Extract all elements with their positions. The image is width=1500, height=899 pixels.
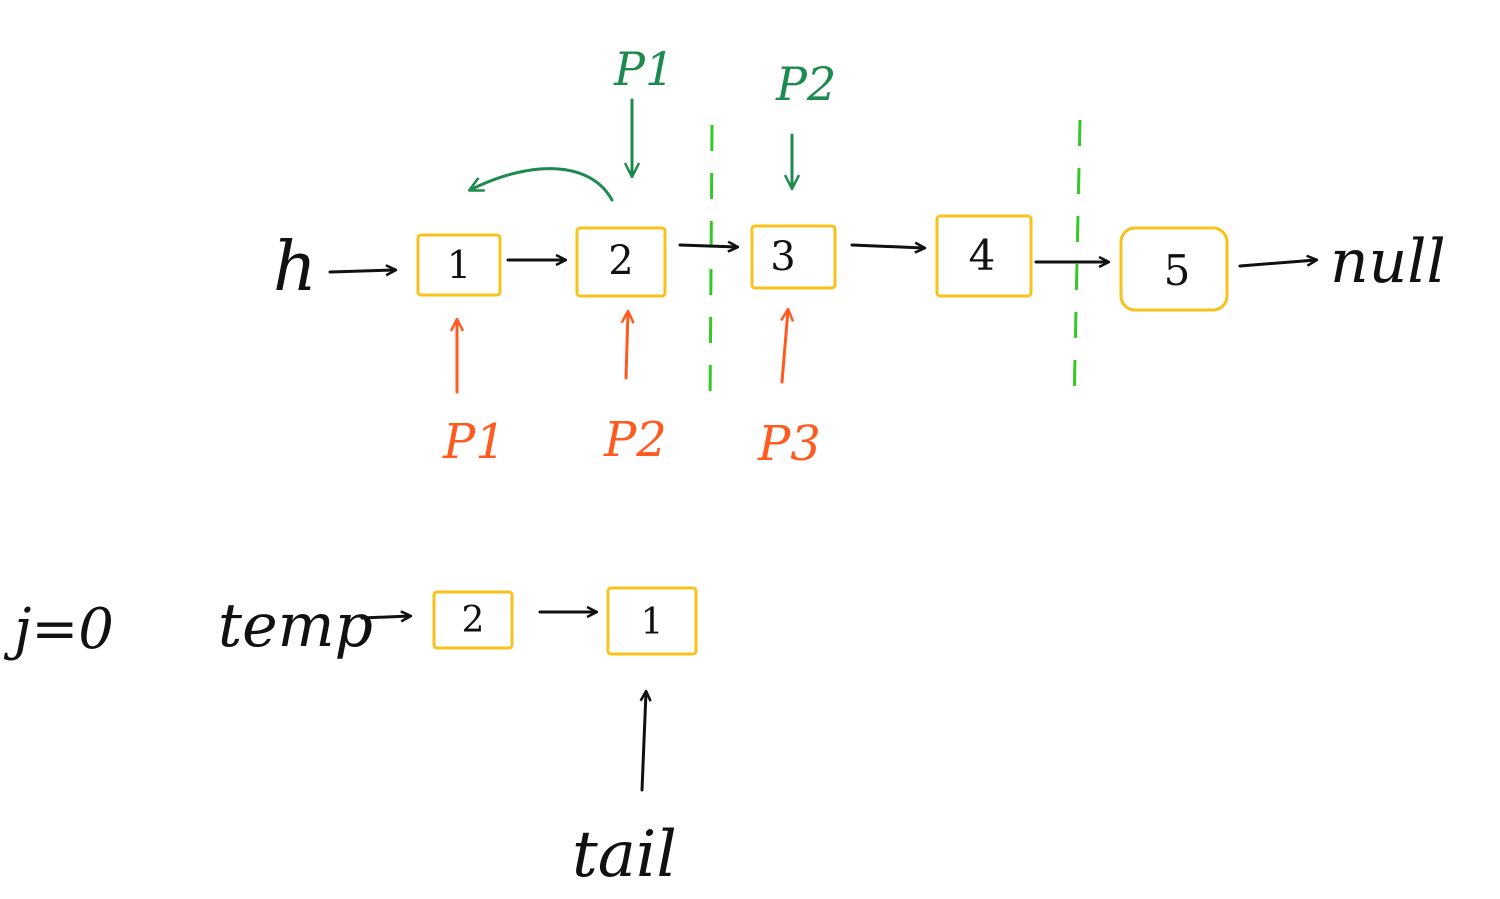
top-node-2-value: 2 xyxy=(608,238,633,284)
top-node-4: 4 xyxy=(935,214,1033,298)
top-node-3-value: 3 xyxy=(770,234,795,280)
top-node-2: 2 xyxy=(575,226,667,298)
temp-label: temp xyxy=(218,591,373,661)
tail-label: tail xyxy=(572,818,677,892)
arrow-5-null xyxy=(1238,260,1316,268)
head-arrow xyxy=(328,270,395,272)
top-node-1-value: 1 xyxy=(447,243,471,287)
group-divider-1 xyxy=(708,124,714,411)
top-node-5-value: 5 xyxy=(1164,246,1191,295)
arrow-2-3 xyxy=(678,245,737,247)
bottom-node-2-value: 2 xyxy=(462,600,485,641)
bottom-node-1: 1 xyxy=(606,586,698,656)
counter-label: j=0 xyxy=(3,597,114,662)
orange-pointer-p3-arrow xyxy=(782,310,788,384)
top-node-1: 1 xyxy=(416,233,502,297)
orange-pointer-p2: P2 xyxy=(603,412,667,468)
null-label: null xyxy=(1330,227,1446,297)
arrow-3-4 xyxy=(850,245,924,248)
orange-pointer-p1: P1 xyxy=(442,414,506,470)
bottom-node-1-value: 1 xyxy=(641,602,664,643)
tail-pointer-arrow xyxy=(642,692,646,792)
green-pointer-p1: P1 xyxy=(613,42,674,96)
reverse-link-arrow xyxy=(470,167,614,202)
head-label: h xyxy=(273,228,317,307)
green-pointer-p2: P2 xyxy=(775,57,836,111)
orange-pointer-p3: P3 xyxy=(757,416,821,472)
temp-arrow xyxy=(360,616,410,618)
top-node-5: 5 xyxy=(1119,226,1229,312)
bottom-node-2: 2 xyxy=(432,590,514,650)
orange-pointer-p2-arrow xyxy=(626,312,628,380)
top-node-4-value: 4 xyxy=(969,231,996,280)
top-node-3: 3 xyxy=(750,224,837,290)
